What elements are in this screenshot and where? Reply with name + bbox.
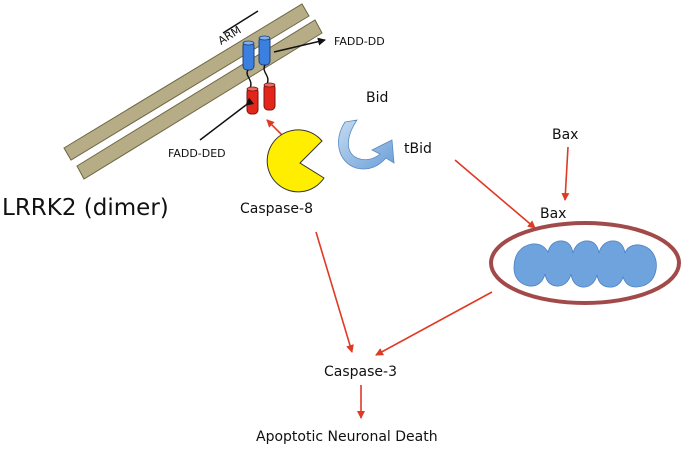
- fadd-ded-left: [246, 87, 259, 115]
- apoptotic-death-label: Apoptotic Neuronal Death: [256, 429, 438, 445]
- caspase8-shape: [266, 129, 325, 193]
- bax-mito-label: Bax: [540, 206, 566, 222]
- mitochondrion: [489, 221, 681, 305]
- fadd-ded-label: FADD-DED: [168, 147, 226, 160]
- fadd-dd-label: FADD-DD: [334, 35, 385, 48]
- tbid-label: tBid: [404, 141, 432, 157]
- fadd-ded-right: [263, 83, 276, 111]
- mito-to-caspase3-arrow: [375, 291, 493, 356]
- fadd-linker-right: [263, 64, 269, 85]
- fadd-dd-pointer: [273, 37, 326, 53]
- bax-top-label: Bax: [552, 127, 578, 143]
- fadd-linker-left: [246, 69, 252, 89]
- caspase8-to-caspase3-arrow: [315, 231, 354, 353]
- caspase3-label: Caspase-3: [324, 364, 397, 380]
- bid-cleavage-arrow: [338, 119, 395, 170]
- rod-upper: [63, 3, 310, 161]
- caspase8-label: Caspase-8: [240, 201, 313, 217]
- fadd-ded-pointer: [199, 97, 254, 141]
- lrrk2-label: LRRK2 (dimer): [2, 195, 169, 221]
- fadd-ded-cylinders: [246, 82, 276, 115]
- tbid-to-bax-arrow: [454, 159, 536, 229]
- mito-cristae: [513, 240, 657, 288]
- bid-label: Bid: [366, 90, 388, 106]
- fadd-dd-left: [242, 41, 255, 71]
- fadd-dd-right: [258, 36, 271, 66]
- fadd-dd-cylinders: [242, 35, 271, 71]
- bax-to-mito-arrow: [561, 146, 570, 201]
